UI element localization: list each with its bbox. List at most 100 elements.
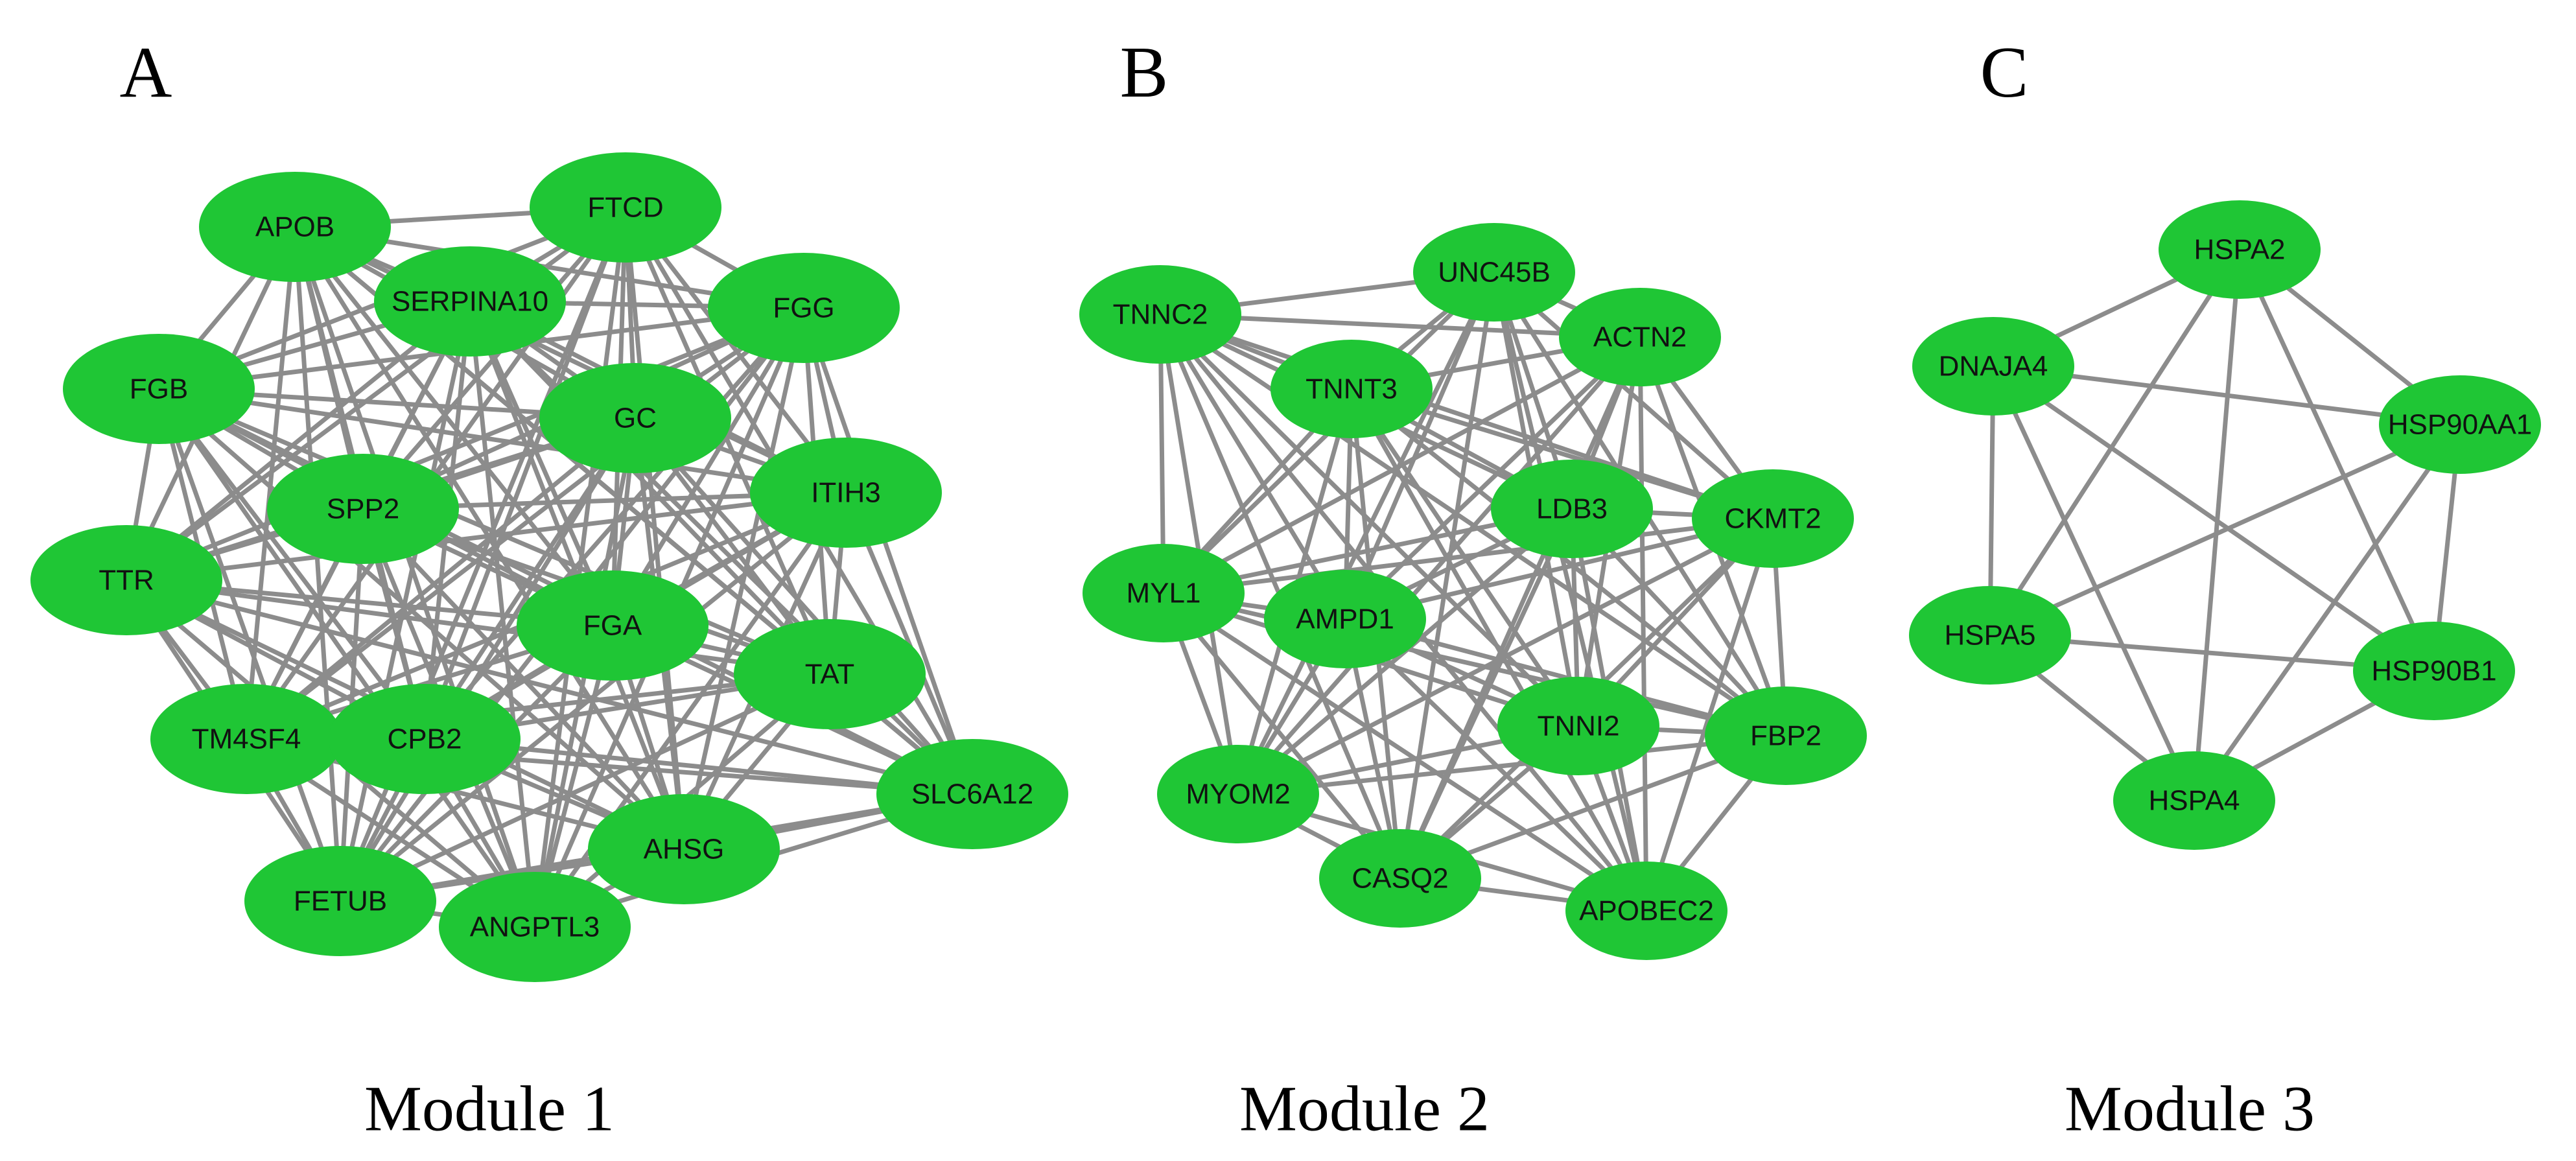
node-label: MYOM2 (1186, 779, 1290, 810)
node-label: FETUB (294, 885, 387, 917)
module-3-node-hspa2: HSPA2 (2159, 200, 2321, 299)
node-label: MYL1 (1127, 578, 1201, 609)
node-ellipse (1491, 460, 1653, 558)
node-ellipse (588, 794, 780, 904)
module-1-edge-ftcd-ahsg (623, 205, 686, 852)
node-label: CPB2 (388, 723, 462, 755)
module-1-node-angptl3: ANGPTL3 (439, 872, 631, 982)
node-label: APOBEC2 (1579, 895, 1714, 927)
module-2-edge-tnnc2-ampd1 (1158, 312, 1348, 622)
module-3-edge-hspa2-hspa4 (2192, 247, 2242, 803)
module-1-node-tat: TAT (734, 619, 926, 729)
module-3-title: Module 3 (2065, 1073, 2315, 1145)
node-ellipse (2379, 375, 2541, 474)
module-1-title: Module 1 (364, 1073, 615, 1145)
node-ellipse (750, 438, 942, 548)
node-ellipse (1705, 686, 1867, 785)
module-1-edge-fgg-ahsg (681, 305, 806, 852)
module-1-edge-fgg-tm4sf4 (244, 305, 806, 742)
node-label: FGA (583, 610, 642, 642)
module-2-node-actn2: ACTN2 (1559, 288, 1721, 386)
module-3-edge-dnaja4-hspa4 (1991, 364, 2197, 803)
node-ellipse (1909, 586, 2071, 685)
node-label: CASQ2 (1352, 863, 1448, 895)
module-1-node-serpina10: SERPINA10 (374, 246, 566, 357)
module-3-node-dnaja4: DNAJA4 (1912, 317, 2074, 416)
module-2-edge-ckmt2-myom2 (1235, 516, 1775, 797)
node-label: SPP2 (327, 493, 400, 525)
module-1-edge-fgb-itih3 (156, 386, 849, 495)
node-label: HSPA5 (1944, 620, 2035, 651)
module-1-edge-fgg-fga (610, 305, 806, 628)
panel-letter-a: A (120, 32, 172, 113)
node-ellipse (30, 525, 222, 635)
node-ellipse (1319, 829, 1481, 928)
module-2-title: Module 2 (1239, 1073, 1490, 1145)
node-ellipse (734, 619, 926, 729)
node-ellipse (1413, 223, 1575, 322)
module-2-node-casq2: CASQ2 (1319, 829, 1481, 928)
module-1-node-fetub: FETUB (244, 846, 436, 956)
module-1-edge-itih3-ttr (124, 490, 849, 583)
module-2-node-apobec2: APOBEC2 (1565, 862, 1727, 960)
module-2-node-tnnt3: TNNT3 (1270, 340, 1433, 438)
node-label: TTR (99, 565, 154, 596)
node-ellipse (2113, 751, 2275, 850)
module-2-node-ampd1: AMPD1 (1264, 570, 1426, 668)
node-label: ANGPTL3 (470, 911, 600, 943)
node-label: TNNT3 (1306, 373, 1398, 405)
node-ellipse (1912, 317, 2074, 416)
module-2-edge-unc45b-ckmt2 (1492, 270, 1775, 521)
node-label: SERPINA10 (392, 286, 548, 318)
node-label: TM4SF4 (192, 723, 301, 755)
module-2-node-myom2: MYOM2 (1157, 745, 1319, 843)
module-1-edge-tat-fetub (338, 672, 832, 904)
node-ellipse (439, 872, 631, 982)
panel-letter-c: C (1980, 32, 2029, 113)
module-2-edge-myl1-apobec2 (1161, 591, 1649, 913)
module-3-node-hsp90aa1: HSP90AA1 (2379, 375, 2541, 474)
module-3-edge-hsp90aa1-hspa4 (2192, 422, 2463, 803)
module-1-node-apob: APOB (199, 172, 391, 282)
node-ellipse (374, 246, 566, 357)
module-1-edge-serpina10-ttr (124, 299, 473, 583)
module-1-node-itih3: ITIH3 (750, 438, 942, 548)
module-3-node-hsp90b1: HSP90B1 (2353, 622, 2515, 720)
node-ellipse (150, 684, 342, 794)
node-label: ACTN2 (1593, 322, 1687, 353)
module-1-node-fgg: FGG (708, 253, 900, 363)
node-label: SLC6A12 (911, 779, 1033, 810)
module-2-edge-unc45b-apobec2 (1492, 270, 1649, 913)
module-2-edge-ckmt2-myl1 (1161, 516, 1775, 596)
module-1-edge-fgg-slc6a12 (801, 305, 975, 797)
panel-letter-b: B (1120, 32, 1169, 113)
module-1-edge-ttr-tat (124, 578, 832, 677)
module-2-node-ldb3: LDB3 (1491, 460, 1653, 558)
module-1-node-gc: GC (539, 363, 731, 473)
module-3-edges (1987, 247, 2463, 803)
node-label: HSP90AA1 (2388, 409, 2533, 441)
node-ellipse (199, 172, 391, 282)
node-ellipse (517, 570, 708, 681)
node-label: HSP90B1 (2371, 655, 2496, 687)
module-2-edge-actn2-ampd1 (1342, 334, 1643, 622)
node-ellipse (1559, 288, 1721, 386)
node-label: FGG (773, 292, 834, 324)
node-ellipse (63, 334, 255, 444)
node-ellipse (1264, 570, 1426, 668)
module-1-edge-serpina10-tat (467, 299, 832, 677)
node-ellipse (876, 739, 1068, 849)
module-3-edge-hspa2-hspa5 (1987, 247, 2242, 638)
module-1-node-ttr: TTR (30, 525, 222, 635)
node-ellipse (1079, 265, 1241, 364)
node-label: TAT (805, 659, 855, 690)
module-1-edge-gc-tm4sf4 (244, 416, 638, 742)
module-2-node-ckmt2: CKMT2 (1692, 469, 1854, 568)
module-2-edge-actn2-myom2 (1235, 334, 1643, 797)
